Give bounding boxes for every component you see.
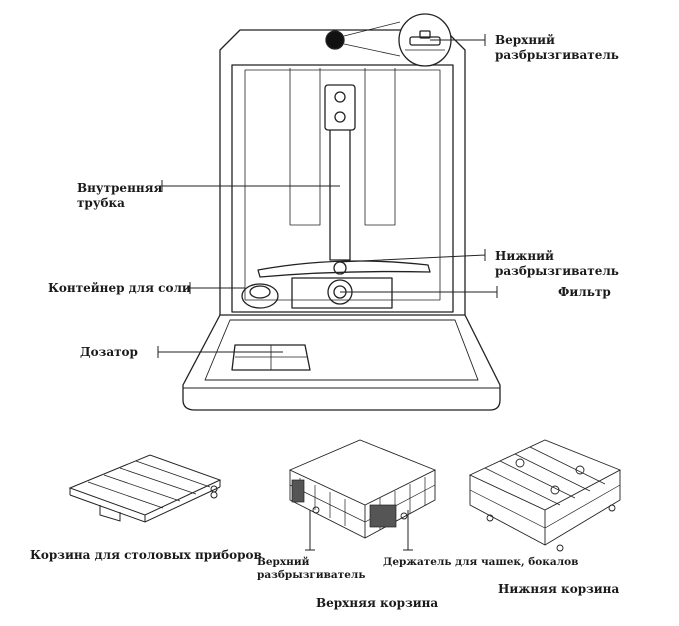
label-basket-upper-spray-line2: разбрызгиватель [257, 569, 366, 581]
label-salt-container: Контейнер для соли [48, 281, 191, 295]
inner-tube [324, 84, 356, 261]
upper-spray-detail [325, 13, 452, 67]
label-inner-tube-line2: трубка [77, 196, 125, 210]
label-cutlery-basket: Корзина для столовых приборов [30, 548, 262, 562]
label-lower-spray-arm-line2: разбрызгиватель [495, 264, 619, 278]
label-lower-spray-arm-line1: Нижний [495, 249, 554, 263]
label-cup-holder: Держатель для чашек, бокалов [383, 556, 579, 568]
lower-basket-drawing [468, 439, 622, 552]
label-filter: Фильтр [558, 285, 611, 299]
label-inner-tube-line1: Внутренняя [77, 181, 163, 195]
label-upper-spray-arm: Верхний разбрызгиватель [495, 33, 619, 63]
label-upper-spray-arm-line2: разбрызгиватель [495, 48, 619, 62]
lower-spray-arm [257, 260, 431, 278]
dishwasher-door [182, 314, 501, 411]
upper-basket-drawing [288, 439, 437, 539]
label-upper-spray-arm-line1: Верхний [495, 33, 555, 47]
leader-lines [157, 34, 498, 551]
cutlery-basket [68, 454, 222, 523]
label-basket-upper-spray: Верхний разбрызгиватель [257, 556, 365, 582]
label-basket-upper-spray-line1: Верхний [257, 556, 310, 568]
label-inner-tube: Внутренняя трубка [77, 181, 162, 211]
filter-area [291, 277, 393, 309]
salt-container [241, 283, 279, 309]
label-lower-spray-arm: Нижний разбрызгиватель [495, 249, 619, 279]
label-upper-basket: Верхняя корзина [316, 596, 439, 610]
label-dispenser: Дозатор [80, 345, 138, 359]
label-lower-basket: Нижняя корзина [498, 582, 620, 596]
